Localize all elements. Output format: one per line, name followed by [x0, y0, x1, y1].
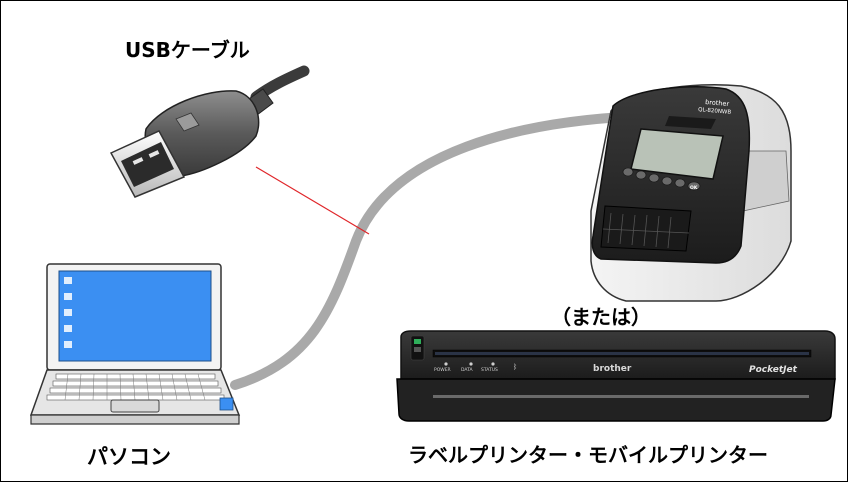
ql-brand-text: brother — [705, 98, 730, 108]
pj-power-indicator: POWER — [434, 367, 451, 373]
usb-cable-line — [230, 111, 646, 390]
mobile-printer-icon: POWER DATA STATUS ᛒ brother PocketJet — [396, 330, 836, 422]
bluetooth-icon: ᛒ — [513, 363, 517, 371]
pj-brand-text: brother — [593, 364, 632, 374]
usb-cable-label: USBケーブル — [125, 38, 250, 62]
pj-status-indicator: STATUS — [481, 367, 498, 373]
laptop-icon — [29, 263, 241, 425]
label-printer-icon: brother QL-820NWB OK — [590, 83, 792, 302]
pc-label: パソコン — [87, 445, 171, 469]
pj-model-text: PocketJet — [749, 365, 798, 375]
ql-ok-key-text: OK — [690, 185, 698, 191]
ql-model-text: QL-820NWB — [698, 107, 732, 116]
pj-data-indicator: DATA — [461, 367, 474, 373]
or-label: （または） — [551, 305, 651, 329]
printers-label: ラベルプリンター・モバイルプリンター — [408, 443, 768, 467]
pointer-line — [255, 166, 370, 235]
usb-plug-icon — [109, 65, 310, 198]
